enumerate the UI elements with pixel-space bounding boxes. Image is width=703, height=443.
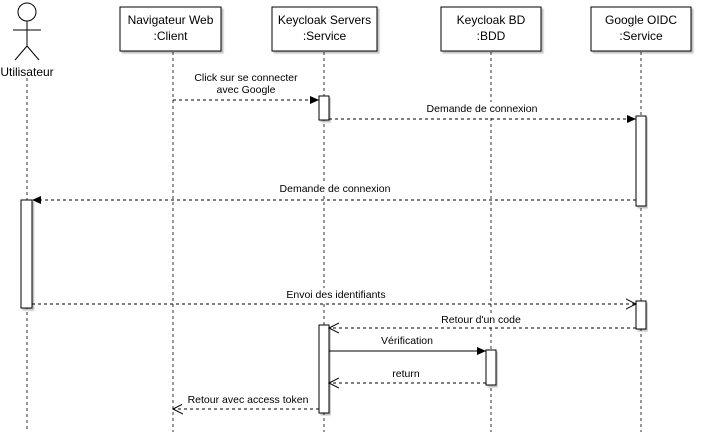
actor-label: Utilisateur [0, 65, 53, 79]
message-demande-connexion-google: Demande de connexion [329, 102, 636, 123]
actor-utilisateur: Utilisateur [0, 2, 54, 79]
message-return: return [329, 367, 486, 383]
message-demande-connexion-google-label: Demande de connexion [427, 103, 538, 115]
participant-google: Google OIDC :Service [590, 6, 692, 52]
participant-bdd-name: Keycloak BD [457, 13, 526, 27]
message-demande-connexion-user-label: Demande de connexion [280, 183, 391, 195]
message-click-connect-line1: Click sur se connecter [194, 72, 298, 84]
participant-keycloak-role: :Service [303, 29, 347, 43]
message-retour-code: Retour d'un code [329, 313, 636, 328]
activation-google-2 [635, 300, 647, 330]
participant-google-name: Google OIDC [605, 13, 677, 27]
activation-keycloak-2 [318, 324, 330, 414]
actor-head [17, 2, 37, 22]
activation-keycloak-1 [318, 95, 330, 121]
activation-bdd [485, 349, 497, 386]
participant-keycloak-name: Keycloak Servers [278, 13, 371, 27]
participant-bdd: Keycloak BD :BDD [440, 6, 542, 52]
message-return-label: return [392, 368, 420, 380]
participant-client-name: Navigateur Web [128, 13, 214, 27]
participant-keycloak: Keycloak Servers :Service [271, 6, 378, 52]
participant-client: Navigateur Web :Client [119, 6, 222, 52]
message-retour-access-token: Retour avec access token [173, 393, 319, 409]
message-verification: Vérification [329, 334, 486, 355]
message-envoi-identifiants: Envoi des identifiants [32, 288, 636, 304]
message-envoi-identifiants-label: Envoi des identifiants [286, 289, 385, 301]
message-retour-access-token-label: Retour avec access token [188, 394, 309, 406]
message-demande-connexion-user: Demande de connexion [32, 182, 636, 204]
activation-google-1 [635, 115, 647, 207]
message-retour-code-label: Retour d'un code [441, 314, 521, 326]
message-click-connect-line2: avec Google [217, 84, 276, 96]
message-verification-label: Vérification [381, 335, 433, 347]
activation-actor [20, 199, 33, 309]
participant-client-role: :Client [153, 29, 188, 43]
participant-google-role: :Service [619, 29, 663, 43]
message-click-connect: Click sur se connecter avec Google [173, 70, 319, 104]
participant-bdd-role: :BDD [477, 29, 506, 43]
